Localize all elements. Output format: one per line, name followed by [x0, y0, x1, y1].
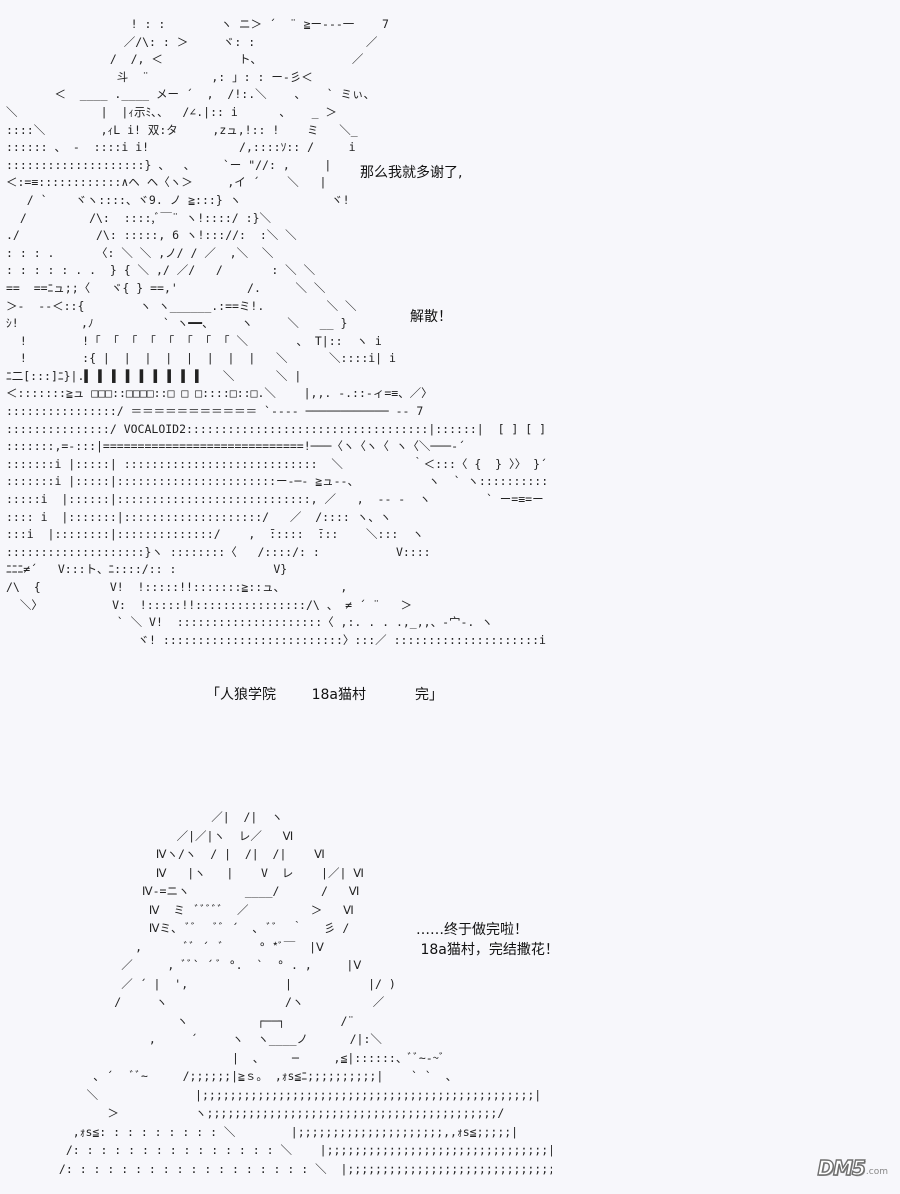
watermark-logo: DM5: [817, 1155, 867, 1180]
ascii-art-character-vocaloid: ! : : ヽ ニ＞ ´ ¨ ≧ー‐--一 7 ／/\: : ＞ ヾ: : ／ …: [6, 17, 546, 647]
speech-text-dismiss: 解散！: [410, 309, 452, 325]
site-watermark: DM5 .com: [817, 1155, 888, 1180]
watermark-suffix: .com: [865, 1167, 888, 1177]
end-caption: 「人狼学院 18a猫村 完」: [206, 687, 443, 703]
speech-text-finished: ……终于做完啦！ 18a猫村，完结撒花！: [416, 922, 559, 958]
ascii-art-character-laughing: ／| /| ヽ ／|／|ヽ レ／ Ⅵ Ⅳヽ/ヽ / | /| /| Ⅵ Ⅳ |ヽ…: [58, 810, 552, 1176]
speech-text-thanks: 那么我就多谢了,: [360, 165, 463, 181]
